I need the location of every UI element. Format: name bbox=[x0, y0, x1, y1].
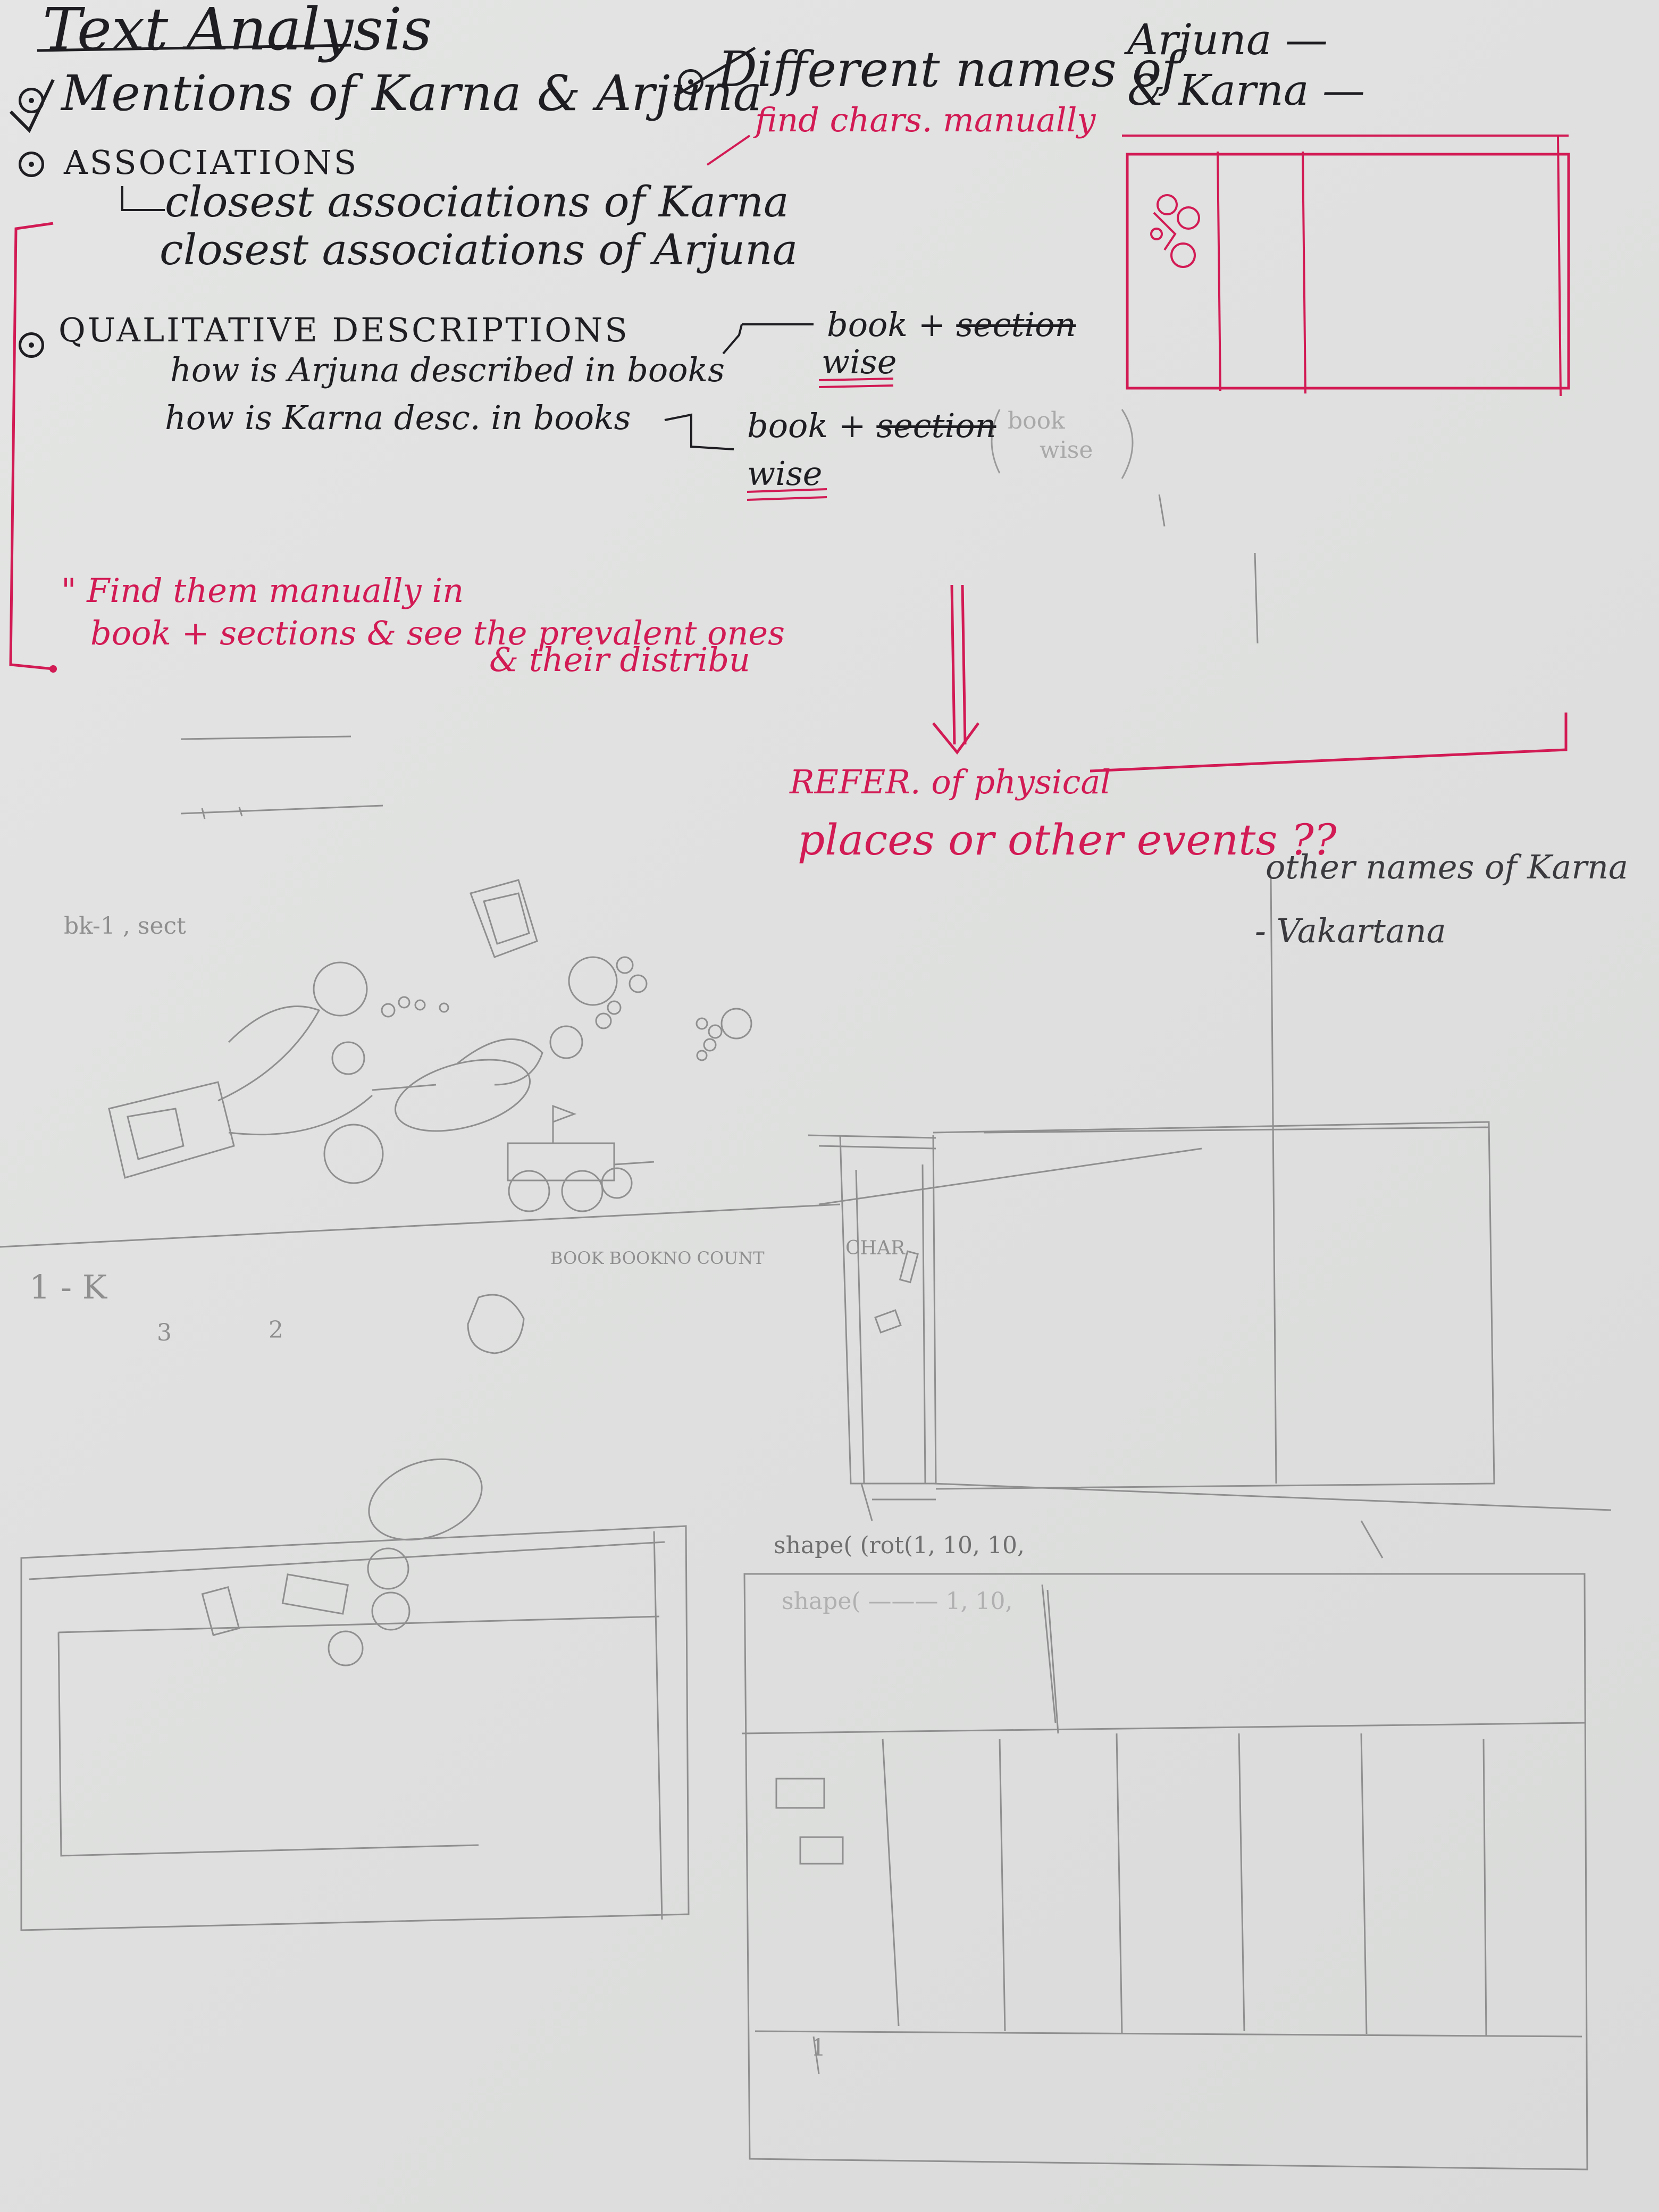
tree-branch-icon bbox=[121, 186, 165, 211]
pencil-number: 2 bbox=[269, 1317, 283, 1344]
qualitative-heading: QUALITATIVE DESCRIPTIONS bbox=[58, 311, 630, 349]
other-names-item: - Vakartana bbox=[1255, 911, 1446, 950]
names-arjuna: Arjuna — bbox=[1127, 15, 1328, 64]
doodle-face-icon bbox=[467, 1294, 525, 1354]
section-label: section bbox=[956, 305, 1076, 344]
book-label: book + bbox=[827, 305, 946, 344]
wise-label: wise bbox=[747, 454, 823, 493]
names-karna: & Karna — bbox=[1127, 65, 1365, 115]
associations-heading: ASSOCIATIONS bbox=[64, 143, 359, 182]
refer-note: places or other events ?? bbox=[798, 815, 1337, 865]
wise-label: wise bbox=[822, 342, 897, 381]
qualitative-item: how is Karna desc. in books bbox=[165, 398, 631, 437]
title-underline bbox=[37, 44, 351, 52]
shape-note: shape( ——— 1, 10, bbox=[782, 1588, 1013, 1615]
shape-note: shape( (rot(1, 10, 10, bbox=[774, 1532, 1025, 1559]
find-manually-note: & their distribu bbox=[489, 640, 750, 679]
faint-wise-label: wise bbox=[1040, 437, 1093, 464]
page-title: Text Analysis bbox=[43, 0, 432, 63]
book-section-note: book + section bbox=[827, 308, 1076, 341]
faint-book-label: book bbox=[1008, 407, 1065, 434]
gem-sketch-icon bbox=[470, 879, 538, 958]
find-manually-note: " Find them manually in bbox=[61, 571, 464, 610]
check-icon bbox=[9, 79, 55, 133]
bottom-left-frame bbox=[20, 1525, 690, 1931]
find-manually-note: book + sections & see the prevalent ones bbox=[90, 614, 785, 652]
qualitative-item: how is Arjuna described in books bbox=[170, 350, 725, 389]
book-label: book + bbox=[747, 406, 866, 445]
char-label: CHAR bbox=[845, 1237, 906, 1259]
saucer-sketch-icon bbox=[394, 1059, 531, 1132]
bullet-icon bbox=[19, 332, 44, 358]
rover-sketch-icon bbox=[507, 1142, 615, 1182]
cannon-sketch-icon bbox=[108, 1081, 235, 1179]
pencil-number: 3 bbox=[157, 1319, 172, 1346]
association-item: closest associations of Arjuna bbox=[160, 225, 798, 274]
pencil-note: bk-1 , sect bbox=[64, 912, 186, 940]
bullet-icon bbox=[19, 152, 44, 177]
red-pointer bbox=[706, 135, 751, 166]
bottom-right-table bbox=[743, 1573, 1588, 2171]
other-names-heading: other names of Karna bbox=[1266, 848, 1628, 886]
pencil-number: 1 - K bbox=[29, 1268, 107, 1306]
book-section-note: book + section bbox=[747, 409, 996, 442]
different-names-item: Different names of bbox=[718, 41, 1180, 98]
pencil-number: 1 bbox=[811, 2034, 826, 2062]
refer-note: REFER. of physical bbox=[790, 763, 1111, 801]
bullet-icon bbox=[678, 69, 703, 95]
column-headers: BOOK BOOKNO COUNT bbox=[550, 1248, 765, 1268]
mentions-item: Mentions of Karna & Arjuna bbox=[61, 65, 763, 122]
red-grid-box bbox=[1126, 153, 1570, 390]
bullet-icon bbox=[19, 88, 44, 113]
association-item: closest associations of Karna bbox=[165, 177, 789, 227]
mini-box-icon bbox=[775, 1778, 825, 1809]
red-doodle-icon bbox=[1150, 194, 1200, 268]
find-chars-note: find chars. manually bbox=[755, 100, 1096, 139]
red-bracket bbox=[9, 222, 54, 671]
bracket-end-dot bbox=[49, 665, 57, 673]
down-arrow-icon bbox=[932, 722, 980, 755]
section-label: section bbox=[876, 406, 996, 445]
